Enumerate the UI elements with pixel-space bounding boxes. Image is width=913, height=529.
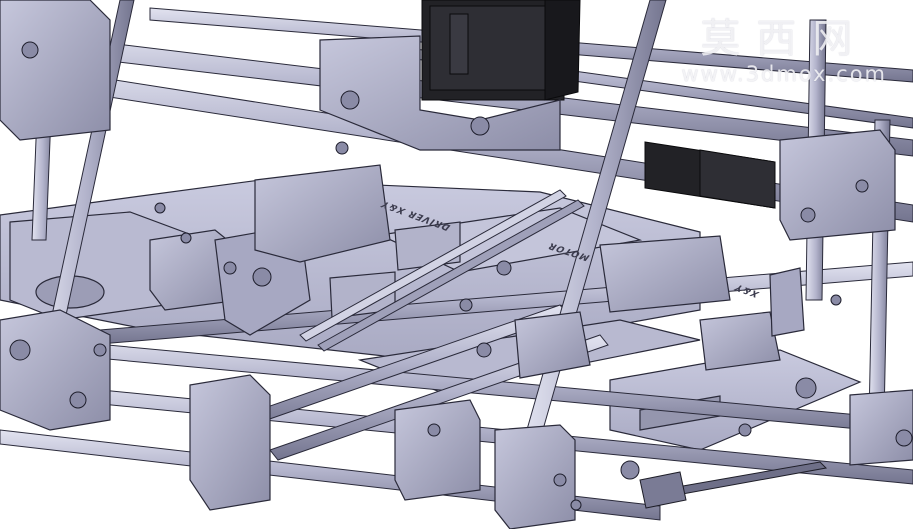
motor-side — [644, 141, 776, 209]
linear-rails — [299, 189, 585, 352]
fasteners — [9, 41, 913, 511]
drive-belt — [639, 461, 828, 509]
base-plates — [0, 179, 862, 451]
motor-top — [421, 0, 581, 101]
